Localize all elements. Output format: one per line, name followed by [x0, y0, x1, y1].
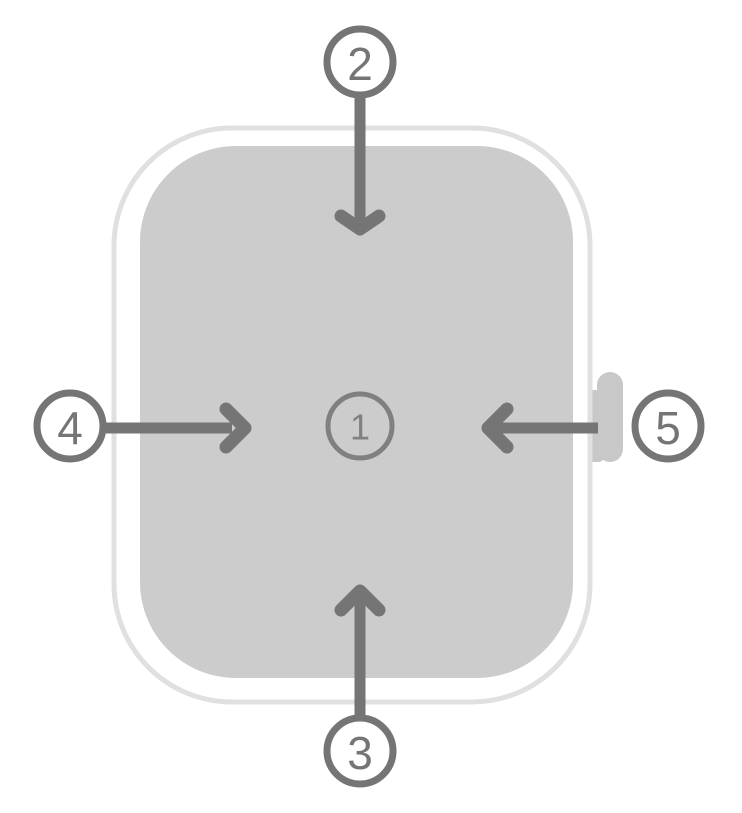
callout-circle-3: [323, 714, 397, 788]
callout-marker-2[interactable]: 2: [323, 25, 397, 99]
arrow-down-to-top-edge: [334, 98, 386, 236]
callout-label-4: 4: [57, 402, 83, 454]
callout-label-5: 5: [655, 402, 681, 454]
callout-circle-1: [325, 391, 395, 461]
watch-screen[interactable]: [140, 146, 573, 678]
callout-marker-4[interactable]: 4: [33, 389, 107, 463]
callout-label-3: 3: [347, 727, 373, 779]
callout-circle-5: [631, 389, 705, 463]
callout-markers: 1 2 3 4 5: [33, 25, 705, 788]
callout-marker-1[interactable]: 1: [325, 391, 395, 461]
callout-arrows: [106, 98, 598, 715]
callout-marker-3[interactable]: 3: [323, 714, 397, 788]
arrow-up-to-bottom-edge: [334, 584, 386, 715]
watch-device: [111, 125, 623, 705]
digital-crown-icon[interactable]: [597, 372, 623, 462]
callout-circle-2: [323, 25, 397, 99]
callout-circle-4: [33, 389, 107, 463]
callout-label-2: 2: [347, 38, 373, 90]
callout-marker-5[interactable]: 5: [631, 389, 705, 463]
arrow-left-to-crown-side: [481, 402, 598, 454]
callout-label-1: 1: [350, 407, 370, 448]
arrow-right-to-left-side: [106, 402, 252, 454]
